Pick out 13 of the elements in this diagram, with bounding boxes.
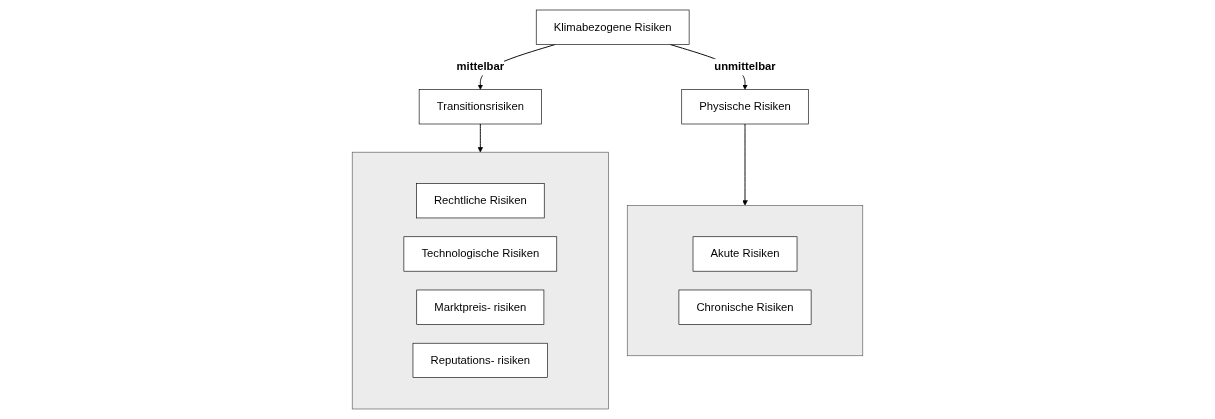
node-box: Chronische Risiken	[678, 289, 812, 325]
node-box: Rechtliche Risiken	[416, 183, 545, 219]
node-box: Technologische Risiken	[403, 236, 558, 272]
edge-label: mittelbar	[456, 60, 505, 73]
node-box: Transitionsrisiken	[418, 89, 542, 125]
cluster	[351, 151, 609, 410]
edge-label: unmittelbar	[714, 60, 776, 73]
node-box: Akute Risiken	[692, 236, 798, 272]
node-box: Reputations- risiken	[412, 342, 548, 378]
node-box: Klimabezogene Risiken	[535, 9, 690, 45]
node-box: Marktpreis- risiken	[416, 289, 545, 325]
cluster	[626, 205, 864, 357]
node-box: Physische Risiken	[681, 89, 809, 125]
